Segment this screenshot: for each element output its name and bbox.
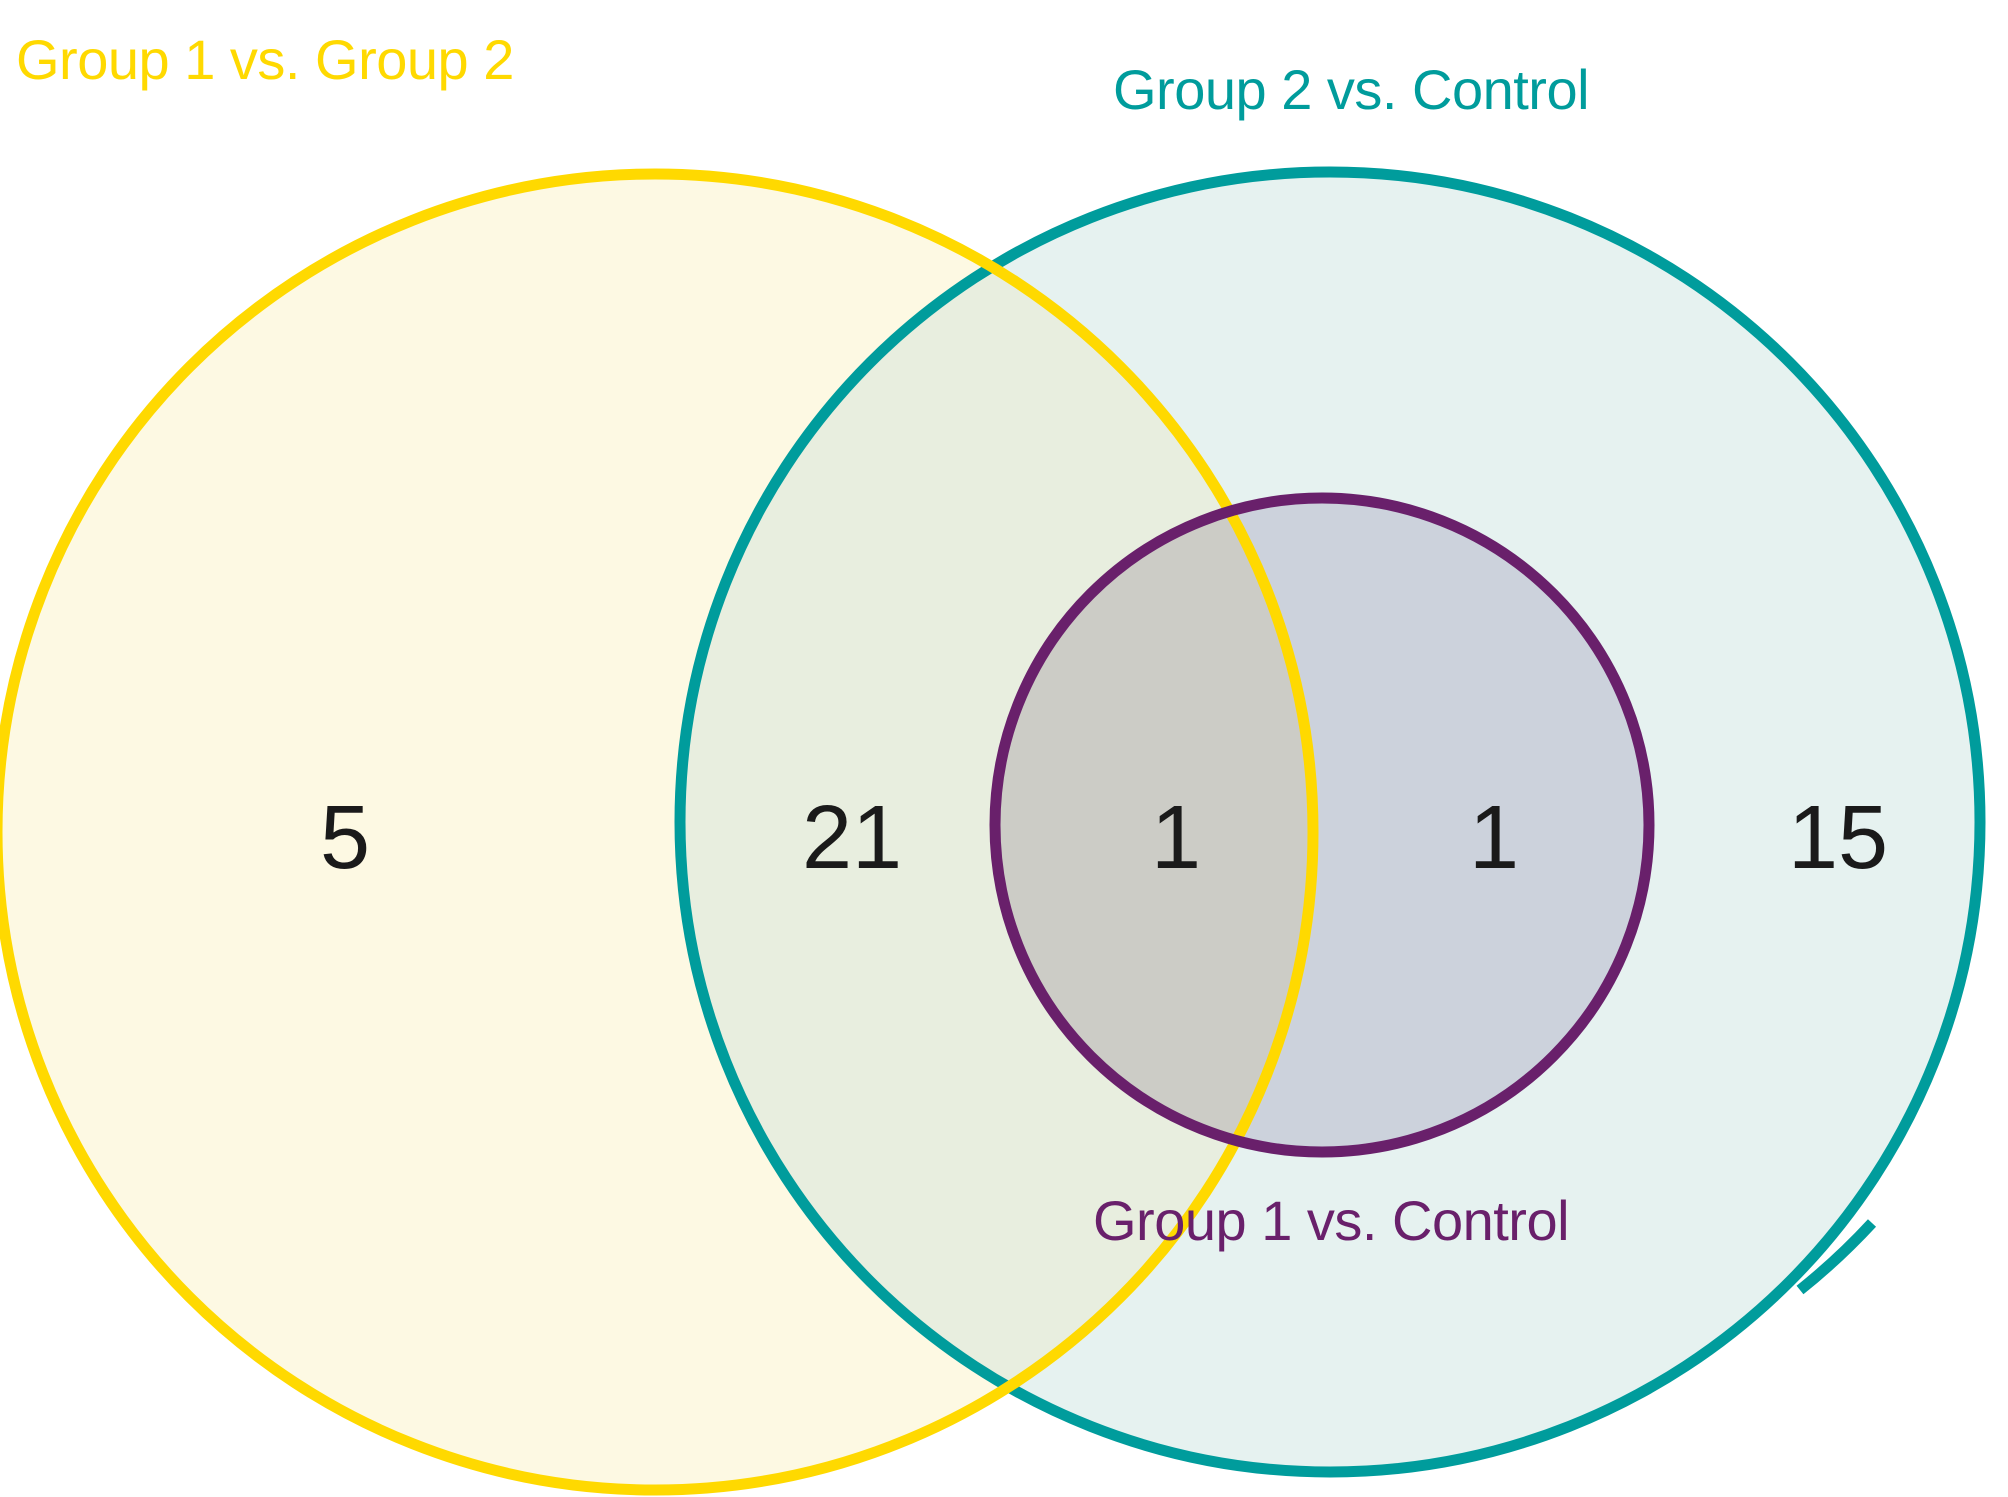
purple-set-circle-outline [989,492,1655,1158]
teal-arc-over-label [1796,1219,1877,1295]
set-label-group1-vs-control: Group 1 vs. Control [1093,1189,1570,1252]
set-label-group1-vs-group2: Group 1 vs. Group 2 [16,28,514,91]
count-yellow-only: 5 [319,788,371,888]
count-all-three: 1 [1150,788,1202,888]
teal-set-circle-outline [674,166,1986,1478]
set-label-group2-vs-control: Group 2 vs. Control [1113,58,1590,121]
count-yellow-teal: 21 [801,788,903,888]
yellow-set-circle-outline [0,168,1319,1496]
count-teal-only: 15 [1787,788,1889,888]
count-teal-purple: 1 [1468,788,1520,888]
